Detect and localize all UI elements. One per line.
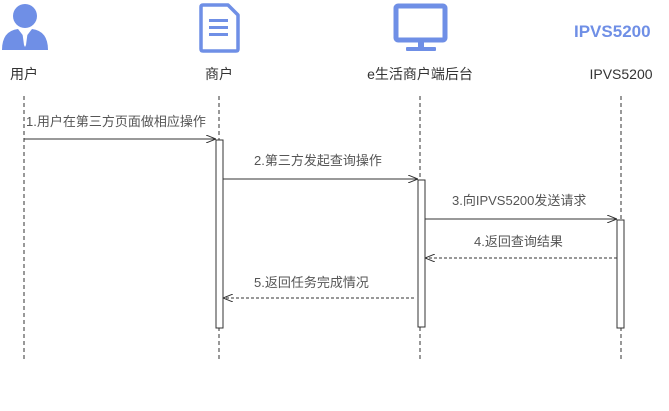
document-icon (199, 3, 240, 53)
participant-label-user: 用户 (10, 66, 38, 82)
message-1-label: 1.用户在第三方页面做相应操作 (26, 114, 206, 129)
ipvs5200-logo: IPVS5200 (574, 22, 651, 41)
monitor-icon (393, 3, 448, 51)
activation-ipvs (616, 219, 625, 329)
message-3-label: 3.向IPVS5200发送请求 (452, 193, 586, 208)
message-3: 3.向IPVS5200发送请求 (425, 193, 616, 219)
activation-backend (417, 179, 426, 328)
message-5: 5.返回任务完成情况 (224, 275, 414, 298)
message-1: 1.用户在第三方页面做相应操作 (24, 114, 215, 139)
activation-merchant (215, 139, 224, 329)
message-2-label: 2.第三方发起查询操作 (254, 153, 382, 168)
participant-label-ipvs: IPVS5200 (589, 66, 652, 82)
message-2: 2.第三方发起查询操作 (223, 153, 417, 179)
message-5-label: 5.返回任务完成情况 (254, 275, 369, 290)
participant-label-backend: e生活商户端后台 (367, 66, 473, 82)
message-4: 4.返回查询结果 (426, 234, 617, 258)
message-4-label: 4.返回查询结果 (474, 234, 563, 249)
participant-label-merchant: 商户 (205, 66, 233, 82)
user-icon (2, 4, 48, 50)
